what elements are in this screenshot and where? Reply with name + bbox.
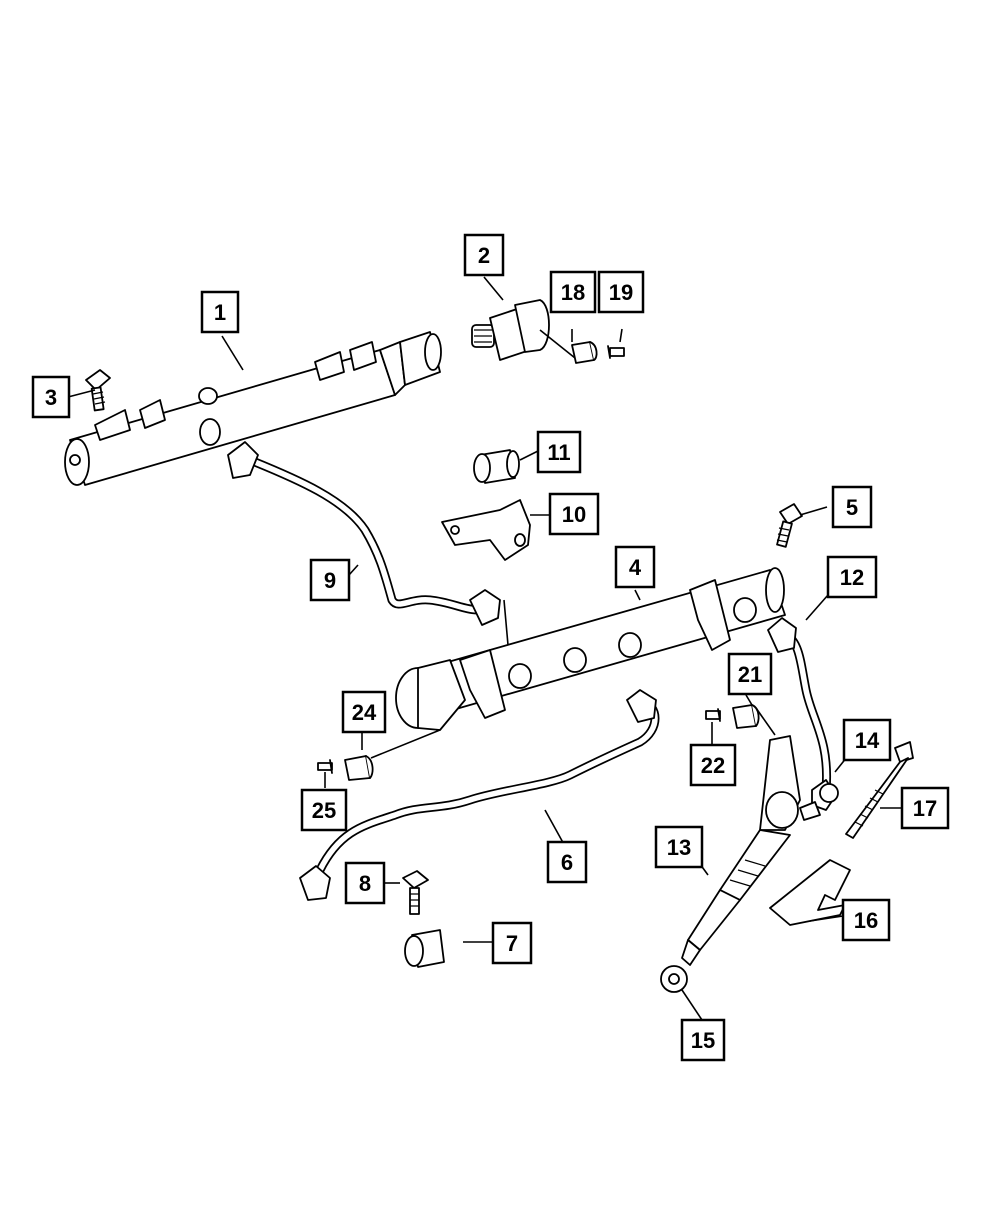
clamp-fork-part-16 [769,859,851,926]
callout-9: 9 [309,558,351,602]
callout-13: 13 [654,825,704,869]
callout-19: 19 [597,270,645,314]
callout-2: 2 [463,233,505,277]
callout-15: 15 [680,1018,726,1062]
fuel-rail-upper [64,331,442,486]
callout-label-13: 13 [667,835,691,860]
callout-label-16: 16 [854,908,878,933]
injector-part-13 [681,735,821,966]
pin-part-22 [705,708,721,722]
callout-label-17: 17 [913,796,937,821]
callout-17: 17 [900,786,950,830]
callout-label-14: 14 [855,728,880,753]
callout-label-8: 8 [359,871,371,896]
bolt-part-5 [776,503,803,548]
bracket-part-10 [441,499,531,561]
callout-4: 4 [614,545,656,589]
connector-part-18 [571,341,598,364]
callout-3: 3 [31,375,71,419]
callout-label-19: 19 [609,280,633,305]
sleeve-part-11 [473,449,520,484]
callout-7: 7 [491,921,533,965]
callout-18: 18 [549,270,597,314]
callout-label-11: 11 [547,440,570,465]
stud-part-17 [845,741,914,839]
grommet-part-7 [404,929,445,968]
callout-1: 1 [200,290,240,334]
callout-21: 21 [727,652,773,696]
callout-22: 22 [689,743,737,787]
connector-part-24 [344,755,374,781]
callout-label-2: 2 [478,243,490,268]
pressure-sensor-part-2 [471,299,550,361]
callout-label-22: 22 [701,753,725,778]
bolt-part-3 [85,369,111,412]
bolt-part-8 [402,870,429,915]
callout-label-3: 3 [45,385,57,410]
fuel-line-part-9 [227,441,501,626]
pin-part-25 [317,759,333,774]
callout-14: 14 [842,718,892,762]
callout-label-10: 10 [562,502,586,527]
washer-part-15 [660,965,688,993]
seal-ring-part-14 [819,783,839,803]
callout-label-24: 24 [352,700,377,725]
fuel-rail-lower [395,567,786,731]
callout-10: 10 [548,492,600,536]
callout-label-12: 12 [840,565,864,590]
fuel-line-part-6 [299,689,660,901]
callout-12: 12 [826,555,878,599]
callout-6: 6 [546,840,588,884]
pin-part-19 [607,345,625,359]
callout-label-15: 15 [691,1028,715,1053]
callout-label-5: 5 [846,495,858,520]
callout-label-9: 9 [324,568,336,593]
callout-label-4: 4 [629,555,642,580]
callout-label-6: 6 [561,850,573,875]
callout-label-1: 1 [214,300,226,325]
callout-25: 25 [300,788,348,832]
callout-16: 16 [841,898,891,942]
callout-5: 5 [831,485,873,529]
callout-label-25: 25 [312,798,336,823]
callout-11: 11 [536,430,582,474]
callout-24: 24 [341,690,387,734]
callout-8: 8 [344,861,386,905]
callout-label-7: 7 [506,931,518,956]
connector-part-21 [732,704,760,729]
callout-label-18: 18 [561,280,585,305]
fuel-line-part-12 [767,617,837,811]
callout-label-21: 21 [738,662,762,687]
